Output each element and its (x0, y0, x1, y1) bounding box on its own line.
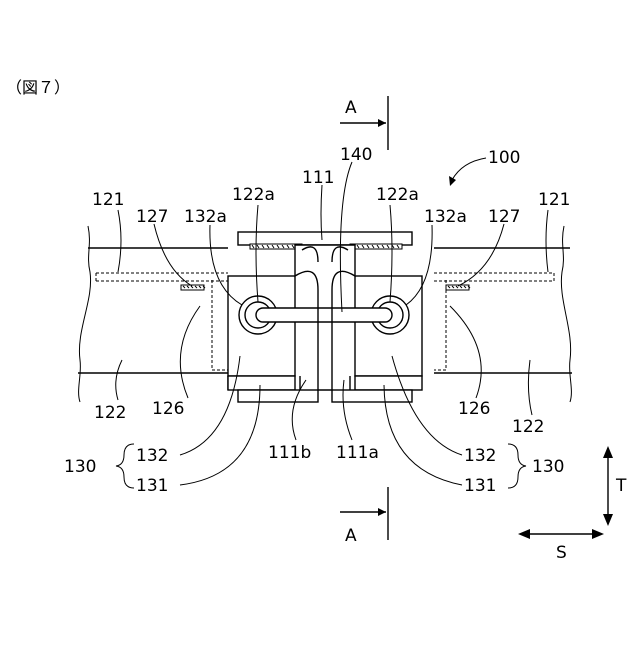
label-131-right: 131 (464, 476, 496, 496)
label-127-left: 127 (136, 207, 168, 227)
arrow-right-icon (592, 529, 604, 539)
axis-label-t: T (615, 476, 627, 496)
label-126-right: 126 (458, 399, 490, 419)
tie-rod (256, 308, 392, 322)
label-111b: 111b (268, 443, 311, 463)
arrow-left-icon (518, 529, 530, 539)
arrow-up-icon (603, 446, 613, 458)
label-111a: 111a (336, 443, 379, 463)
label-122a-left: 122a (232, 185, 275, 205)
label-122a-right: 122a (376, 185, 419, 205)
label-127-right: 127 (488, 207, 520, 227)
label-132a-right: 132a (424, 207, 467, 227)
section-label-top: A (345, 98, 357, 118)
label-132-left: 132 (136, 446, 168, 466)
label-121-left: 121 (92, 190, 124, 210)
label-100: 100 (488, 148, 520, 168)
axis-label-s: S (556, 543, 567, 563)
label-122-left: 122 (94, 403, 126, 423)
label-132-right: 132 (464, 446, 496, 466)
label-122-right: 122 (512, 417, 544, 437)
label-126-left: 126 (152, 399, 184, 419)
label-140: 140 (340, 145, 372, 165)
left-beam (78, 226, 228, 402)
right-block (332, 276, 422, 402)
label-131-left: 131 (136, 476, 168, 496)
label-130-left: 130 (64, 457, 96, 477)
label-111: 111 (302, 168, 334, 188)
label-132a-left: 132a (184, 207, 227, 227)
label-121-right: 121 (538, 190, 570, 210)
right-beam (434, 226, 572, 402)
section-label-bottom: A (345, 526, 357, 546)
figure-caption: （図７） (6, 78, 70, 97)
label-130-right: 130 (532, 457, 564, 477)
arrow-down-icon (603, 514, 613, 526)
